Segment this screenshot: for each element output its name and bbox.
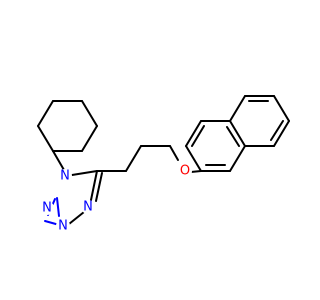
- bond: [270, 120, 284, 141]
- atom-n1: N: [58, 169, 72, 184]
- bond: [56, 197, 60, 217]
- atom-label-o1: O: [180, 164, 190, 179]
- bond: [169, 145, 179, 161]
- bond: [273, 95, 290, 122]
- bond: [52, 150, 65, 171]
- bond: [90, 170, 98, 201]
- bond: [190, 170, 202, 173]
- atom-labels: N N N N O: [40, 164, 192, 234]
- bond: [185, 145, 202, 172]
- atom-label-n1: N: [60, 169, 70, 184]
- atom-label-n2: N: [42, 201, 52, 216]
- bond: [226, 126, 240, 147]
- bond: [229, 95, 246, 122]
- bond: [191, 125, 205, 147]
- atom-o1: O: [178, 164, 192, 179]
- bond: [229, 145, 246, 172]
- bond: [37, 100, 54, 127]
- structure-canvas: N N N N O: [37, 95, 290, 234]
- bond: [68, 211, 85, 225]
- bond: [273, 120, 290, 147]
- atom-label-n3: N: [58, 219, 68, 234]
- label-bg: [178, 164, 192, 178]
- propyl-chain: [96, 145, 179, 172]
- bond: [185, 120, 202, 147]
- bond: [81, 125, 98, 152]
- label-bg: [81, 200, 95, 214]
- molecule-structure: N N N N O: [37, 95, 290, 234]
- atom-n4: N: [81, 200, 95, 215]
- bond: [95, 172, 103, 202]
- bond: [81, 100, 98, 127]
- naphthalene-ring: [185, 95, 290, 172]
- bond: [229, 120, 246, 147]
- cyclohexane-ring: [37, 100, 98, 152]
- label-bg: [40, 201, 54, 215]
- label-bg: [58, 169, 72, 183]
- bond: [125, 145, 142, 172]
- atom-label-n4: N: [83, 200, 93, 215]
- bond: [37, 125, 54, 152]
- atom-n3: N: [56, 219, 70, 234]
- label-bg: [56, 219, 70, 233]
- atom-n2: N: [40, 201, 54, 216]
- bond: [71, 170, 98, 176]
- tetrazole-ring: [44, 170, 103, 227]
